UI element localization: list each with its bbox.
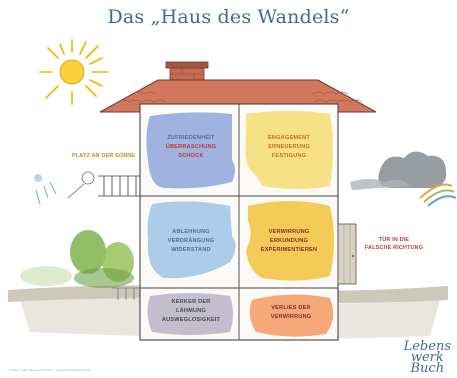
label-festigung: FESTIGUNG bbox=[271, 153, 307, 160]
label-ablehnung: ABLEHNUNG bbox=[172, 229, 210, 235]
cellar-fence bbox=[112, 287, 140, 300]
room-mid-left bbox=[147, 201, 236, 279]
label-platz-an-der-sonne: PLATZ AN DER SONNE bbox=[72, 153, 136, 159]
page-title: Das „Haus des Wandels“ bbox=[107, 6, 350, 28]
room-top-right-labels: ENGAGEMENT ERNEUERUNG FESTIGUNG bbox=[246, 134, 332, 162]
door-wrong-way bbox=[337, 223, 357, 285]
cellar-left bbox=[147, 293, 233, 335]
label-verlies-der: VERLIES DER bbox=[271, 305, 311, 311]
label-tuer-falsche-richtung: TÜR IN DIE FALSCHE RICHTUNG bbox=[358, 236, 430, 253]
label-experimentieren: EXPERIMENTIEREN bbox=[260, 247, 318, 254]
sun-icon bbox=[39, 39, 109, 105]
label-laehmung: LÄHMUNG bbox=[176, 308, 206, 315]
storm-cloud-icon bbox=[350, 151, 457, 207]
logo-line-1: Lebens bbox=[403, 339, 451, 354]
label-verwirrung: VERWIRRUNG bbox=[268, 229, 310, 235]
label-falsche-richtung: FALSCHE RICHTUNG bbox=[364, 245, 424, 252]
label-engagement: ENGAGEMENT bbox=[267, 135, 311, 141]
cellar-right-labels: VERLIES DER VERWIRRUNG bbox=[250, 304, 332, 322]
label-verdraengung: VERDRÄNGUNG bbox=[167, 238, 215, 245]
cellar-left-labels: KERKER DER LÄHMUNG AUSWEGLOSIGKEIT bbox=[150, 298, 232, 326]
room-top-right bbox=[245, 111, 333, 189]
lebenswerkbuch-logo: Lebens werk Buch bbox=[403, 339, 451, 376]
label-erneuerung: ERNEUERUNG bbox=[268, 144, 310, 151]
copyright-footer: © 2021 – IFB Lebenswerk GmbH – www.leben… bbox=[8, 368, 91, 372]
label-ausweglosigkeit: AUSWEGLOSIGKEIT bbox=[161, 317, 221, 324]
room-top-left-labels: ZUFRIEDENHEIT ÜBERRASCHUNG SCHOCK bbox=[150, 134, 232, 162]
balcony-left bbox=[98, 175, 140, 197]
label-kerker-der: KERKER DER bbox=[171, 299, 211, 305]
logo-line-3: Buch bbox=[410, 361, 445, 376]
room-top-left bbox=[146, 112, 235, 189]
label-tuer-in-die: TÜR IN DIE bbox=[378, 237, 410, 243]
label-widerstand: WIDERSTAND bbox=[171, 247, 211, 254]
logo-line-2: werk bbox=[410, 350, 444, 365]
label-erkundung: ERKUNDUNG bbox=[269, 238, 309, 245]
cellar-right bbox=[249, 294, 334, 337]
room-mid-left-labels: ABLEHNUNG VERDRÄNGUNG WIDERSTAND bbox=[150, 228, 232, 256]
label-zufriedenheit: ZUFRIEDENHEIT bbox=[167, 135, 215, 141]
shower-icon bbox=[34, 171, 95, 205]
label-ueberraschung: ÜBERRASCHUNG bbox=[165, 144, 217, 151]
shrubs-left bbox=[20, 230, 134, 288]
label-verwirrung-cellar: VERWIRRUNG bbox=[270, 314, 312, 321]
label-schock: SCHOCK bbox=[178, 153, 204, 160]
room-mid-right-labels: VERWIRRUNG ERKUNDUNG EXPERIMENTIEREN bbox=[246, 228, 332, 256]
room-mid-right bbox=[246, 201, 334, 281]
